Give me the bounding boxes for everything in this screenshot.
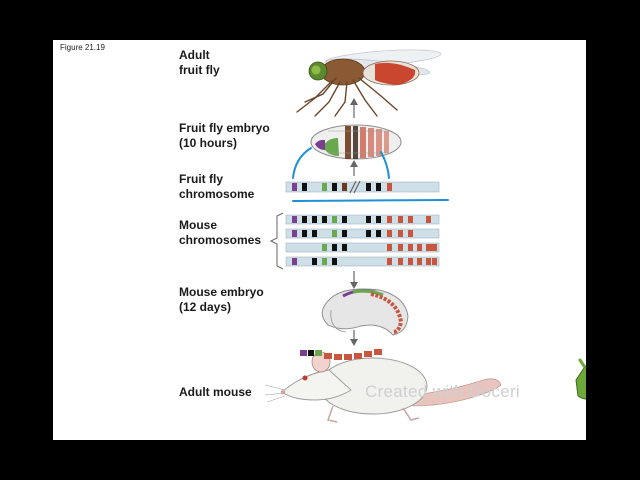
gene-band-red (417, 258, 422, 265)
gene-band-black (376, 230, 381, 237)
gene-band-black (332, 244, 337, 251)
gene-band-red (431, 244, 436, 251)
gene-band-red (408, 216, 413, 223)
figure-label: Figure 21.19 (60, 43, 105, 52)
watermark: Created with Doceri (365, 382, 520, 401)
gene-band-red (417, 244, 422, 251)
arrow-mouse-embryo-to-adult-mouse (350, 330, 358, 346)
gene-band-red (387, 258, 392, 265)
gene-band-red (408, 258, 413, 265)
gene-band-red (398, 258, 403, 265)
gene-band-red (432, 258, 437, 265)
gene-band-black (366, 183, 371, 191)
arrow-chromosomes-to-mouse-embryo (350, 271, 358, 289)
gene-band-purple (292, 230, 297, 237)
gene-band-black (366, 216, 371, 223)
adult-mouse-illustration (264, 349, 502, 423)
fruit-fly-chromosome (285, 180, 440, 194)
gene-band-red (426, 216, 431, 223)
gene-band-purple (292, 258, 297, 265)
label-mouse-chromosomes: Mouse chromosomes (179, 218, 262, 247)
blue-annotation-marks (292, 147, 449, 202)
gene-band-red (387, 183, 392, 191)
slide: Figure 21.19 Adult fruit fly Fruit fly e… (53, 40, 586, 440)
gene-band-red (408, 230, 413, 237)
gene-band-black (332, 258, 337, 265)
gene-band-red (387, 244, 392, 251)
gene-band-red (387, 216, 392, 223)
pointing-hand-icon (575, 358, 586, 400)
gene-band-green (322, 183, 327, 191)
gene-band-purple (292, 183, 297, 191)
diagram-artwork (264, 49, 586, 423)
mouse-embryo-illustration (321, 288, 409, 336)
gene-band-red (426, 244, 431, 251)
gene-band-black (342, 216, 347, 223)
gene-band-black (302, 183, 307, 191)
gene-band-black (322, 216, 327, 223)
gene-band-green (332, 216, 337, 223)
gene-band-red (408, 244, 413, 251)
gene-band-red (398, 244, 403, 251)
gene-band-green (322, 244, 327, 251)
label-mouse-embryo: Mouse embryo (12 days) (179, 285, 264, 314)
gene-band-black (302, 230, 307, 237)
gene-band-black (332, 183, 337, 191)
gene-band-red (398, 216, 403, 223)
gene-band-purple (292, 216, 297, 223)
gene-band-red (426, 258, 431, 265)
label-fruit-fly-embryo: Fruit fly embryo (10 hours) (179, 121, 270, 150)
arrow-embryo-to-adult-fly (350, 98, 358, 118)
gene-band-black (376, 216, 381, 223)
gene-band-black (376, 183, 381, 191)
gene-band-black (342, 244, 347, 251)
label-fruit-fly-chromosome: Fruit fly chromosome (179, 172, 255, 201)
gene-band-black (302, 216, 307, 223)
mouse-chromosomes (269, 212, 440, 270)
gene-band-black (366, 230, 371, 237)
label-adult-mouse: Adult mouse (179, 385, 252, 399)
gene-band-black (342, 230, 347, 237)
gene-band-red (398, 230, 403, 237)
gene-band-black (312, 258, 317, 265)
adult-fruit-fly-illustration (296, 49, 442, 117)
arrow-chromosome-to-fly-embryo (350, 160, 358, 176)
gene-band-black (312, 216, 317, 223)
fruit-fly-embryo-illustration (310, 124, 402, 160)
gene-band-red (387, 230, 392, 237)
label-adult-fruit-fly: Adult fruit fly (179, 48, 220, 77)
gene-band-green (322, 258, 327, 265)
gene-band-brown (342, 183, 347, 191)
gene-band-green (332, 230, 337, 237)
gene-band-black (312, 230, 317, 237)
